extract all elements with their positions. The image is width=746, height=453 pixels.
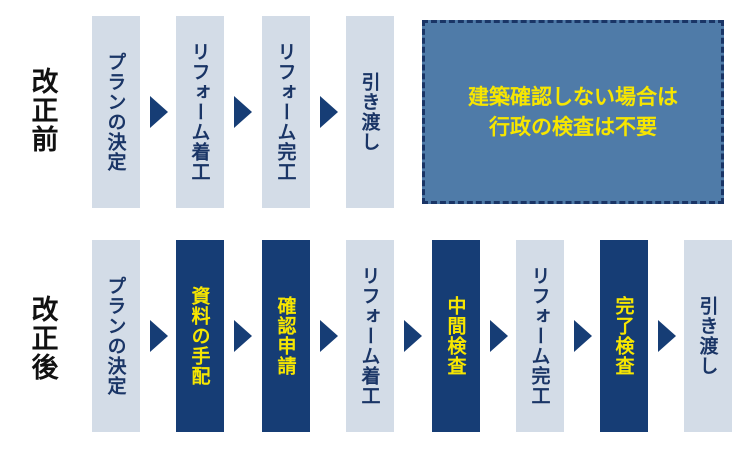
before-arrow-1 (150, 96, 168, 128)
after-step-application: 確認申請 (262, 240, 310, 432)
after-step-reform-start: リフォーム着工 (346, 240, 394, 432)
after-arrow-7 (658, 320, 676, 352)
after-arrow-3 (320, 320, 338, 352)
after-step-interim-inspection: 中間検査 (432, 240, 480, 432)
note-line-2: 行政の検査は不要 (489, 115, 657, 139)
after-arrow-6 (574, 320, 592, 352)
after-step-documents: 資料の手配 (176, 240, 224, 432)
before-arrow-3 (320, 96, 338, 128)
before-arrow-2 (234, 96, 252, 128)
note-line-1: 建築確認しない場合は (468, 84, 678, 109)
before-step-plan: プランの決定 (92, 16, 140, 208)
after-row-label: 改正後 (26, 294, 58, 382)
before-row-label: 改正前 (26, 66, 58, 154)
after-step-final-inspection: 完了検査 (600, 240, 648, 432)
before-note-box: 建築確認しない場合は 行政の検査は不要 (422, 20, 724, 204)
after-step-reform-complete: リフォーム完工 (516, 240, 564, 432)
before-step-reform-complete: リフォーム完工 (262, 16, 310, 208)
after-arrow-5 (490, 320, 508, 352)
before-step-handover: 引き渡し (346, 16, 394, 208)
after-arrow-2 (234, 320, 252, 352)
after-arrow-1 (150, 320, 168, 352)
after-arrow-4 (404, 320, 422, 352)
before-step-reform-start: リフォーム着工 (176, 16, 224, 208)
after-step-plan: プランの決定 (92, 240, 140, 432)
after-step-handover: 引き渡し (684, 240, 732, 432)
